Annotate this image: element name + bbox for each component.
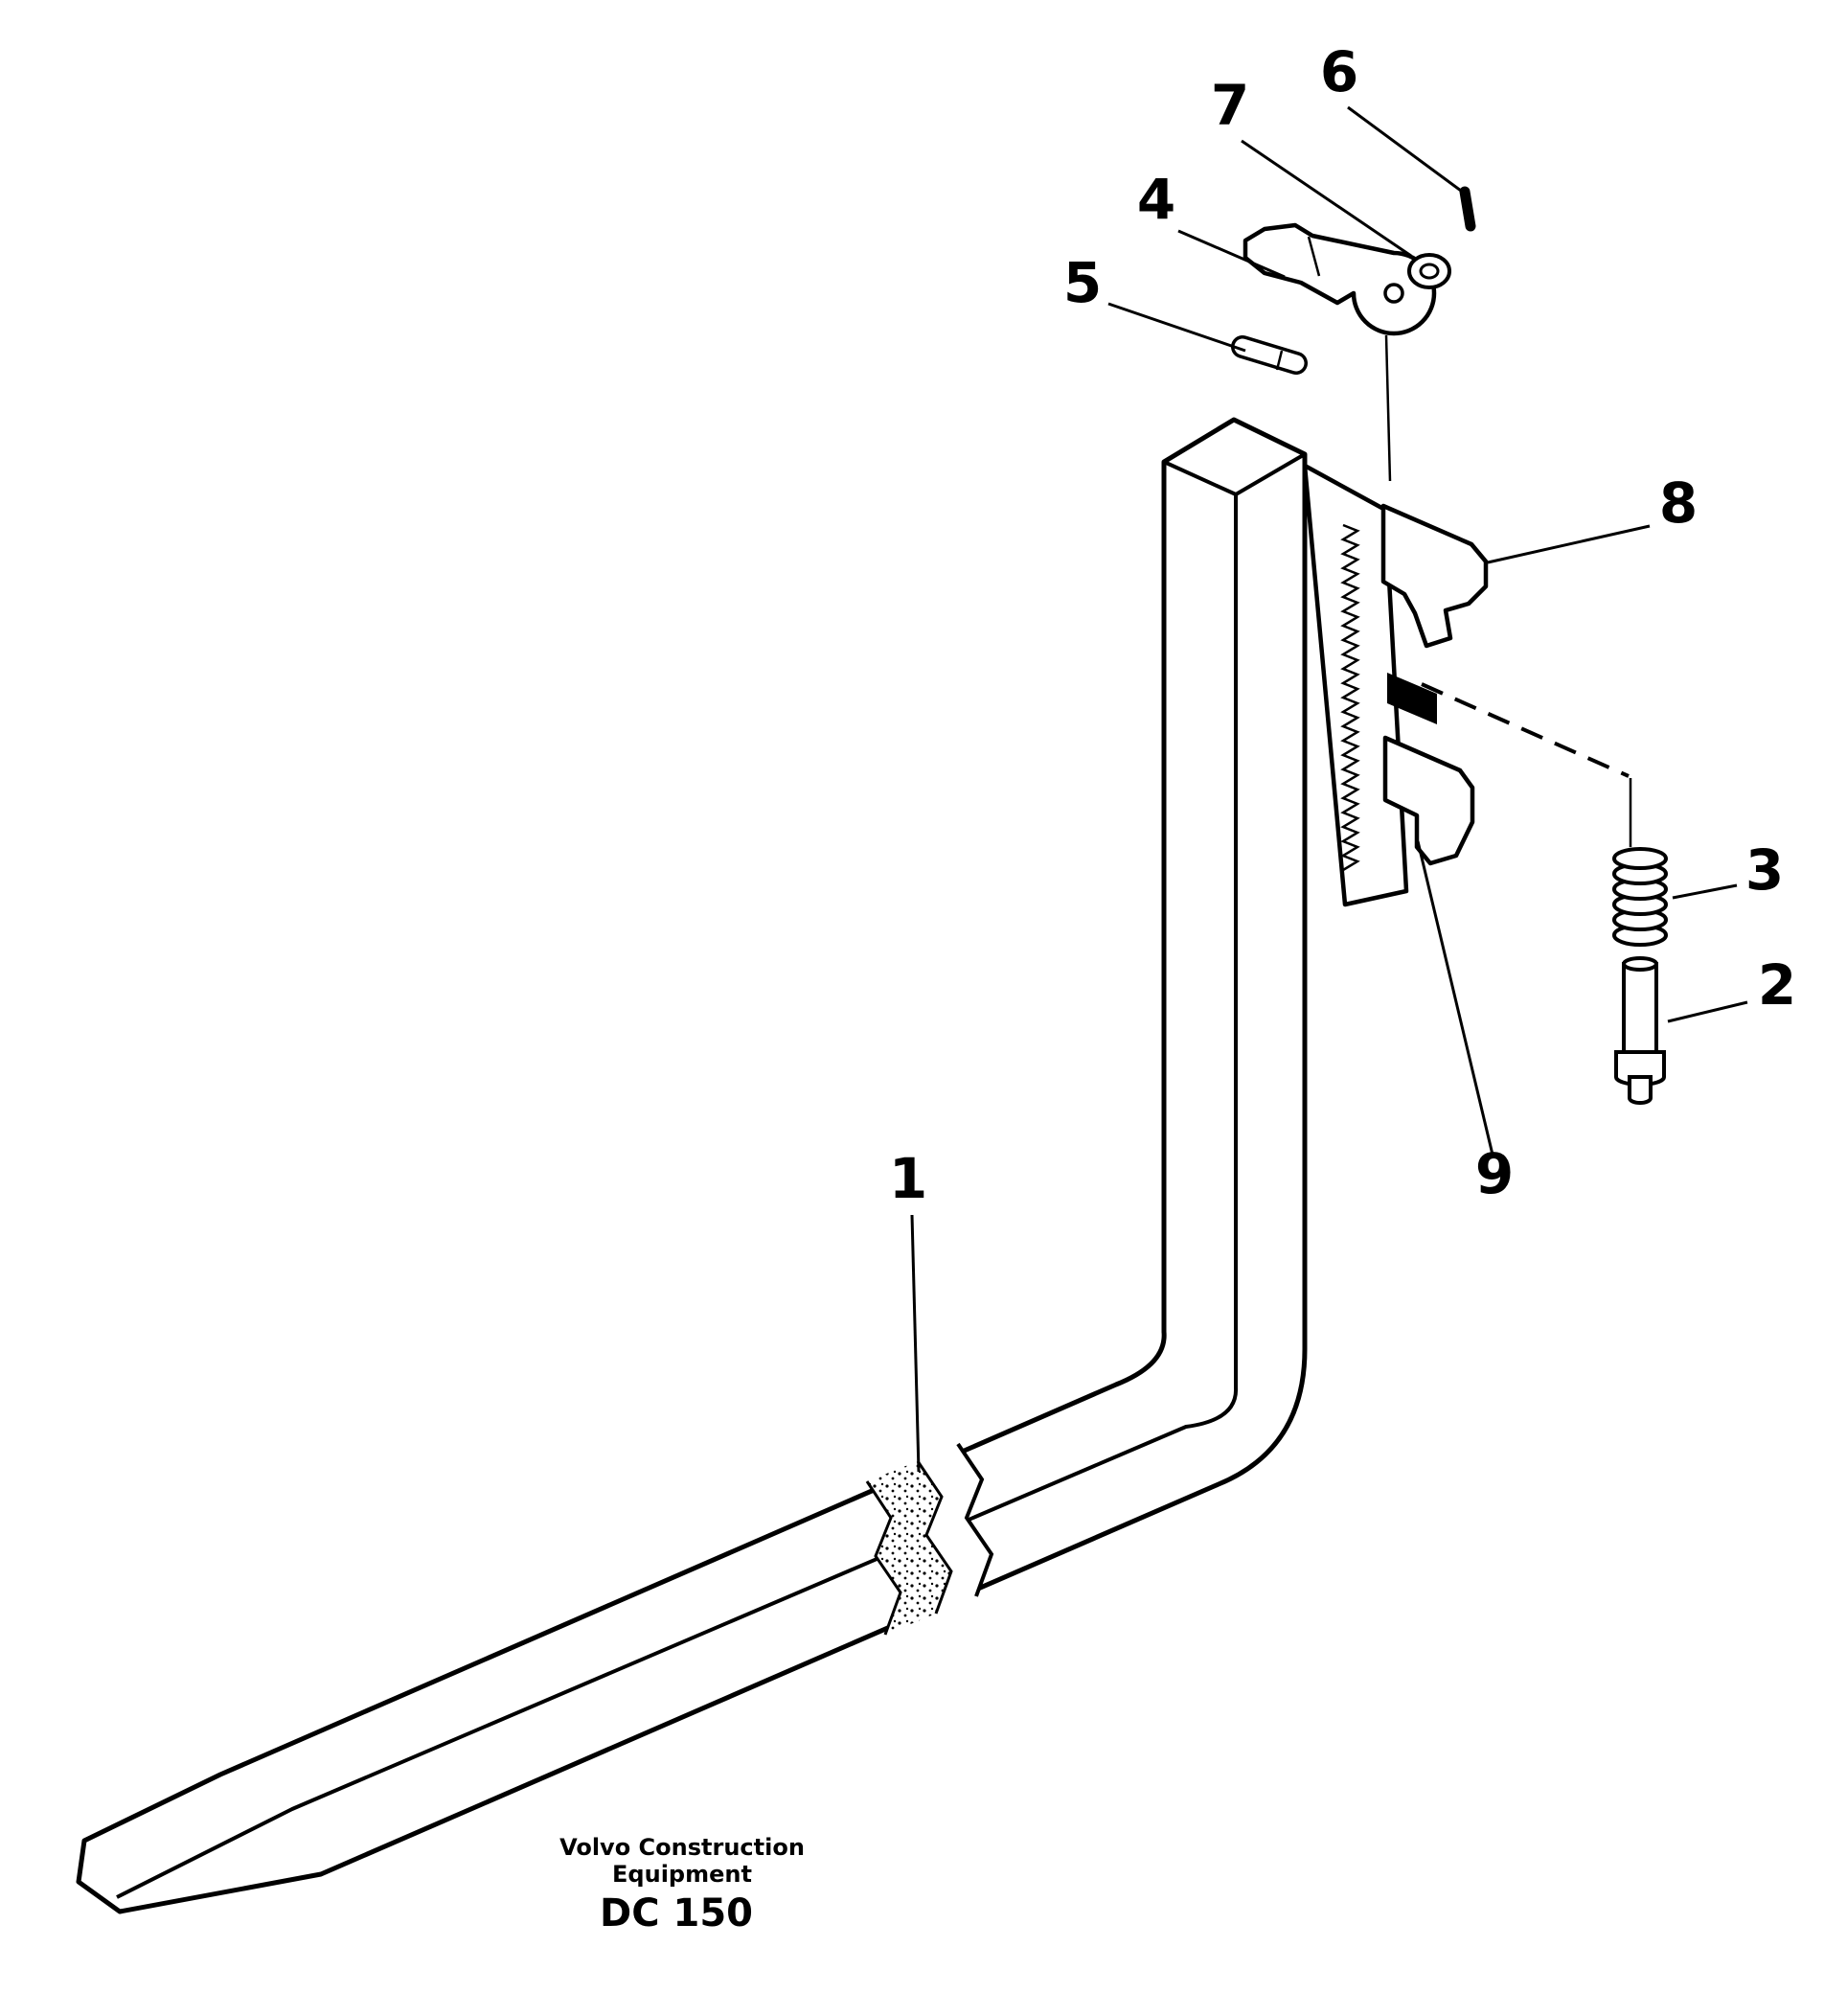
latch-lever [1243, 222, 1437, 336]
latch-axis-line [1384, 334, 1392, 482]
small-pin-body [1459, 186, 1476, 232]
latch-pin [1231, 335, 1308, 375]
latch-pin-head-line [1275, 350, 1284, 371]
break-edge-left [865, 1480, 902, 1636]
upper-hook [1380, 503, 1489, 649]
leader-line-4 [1177, 229, 1286, 279]
break-edge-middle [916, 1460, 953, 1615]
upper-hook-body [1380, 503, 1489, 649]
fork-tine [76, 417, 1308, 1914]
spring [1612, 847, 1668, 947]
lock-pin [1614, 956, 1666, 1105]
hook-plate-body [1302, 463, 1409, 907]
part-labels: 1 2 3 4 5 6 7 8 9 [889, 39, 1796, 1211]
brand-text-line1: Volvo Construction [559, 1834, 805, 1861]
part-label-8: 8 [1659, 470, 1698, 536]
lock-pin-tip [1628, 1075, 1653, 1105]
footer: Volvo Construction Equipment DC 150 [559, 1834, 805, 1936]
fork-break [865, 1442, 994, 1636]
pin-insert-dashed-line [1421, 682, 1630, 778]
leader-line-1 [910, 1214, 921, 1473]
figure-code: DC 150 [600, 1891, 753, 1936]
part-label-4: 4 [1137, 167, 1175, 232]
latch-lever-hole [1383, 283, 1404, 304]
small-pin [1459, 186, 1476, 232]
break-section-face [867, 1461, 951, 1635]
hook-plate-serration [1340, 523, 1360, 872]
latch-lever-bend-line [1307, 236, 1321, 277]
latch-lever-body [1243, 222, 1437, 336]
hook-plate [1302, 463, 1409, 907]
part-label-9: 9 [1475, 1141, 1514, 1206]
leader-line-8 [1487, 524, 1651, 564]
leader-line-3 [1672, 883, 1738, 900]
fork-front-edge [116, 494, 1239, 1899]
part-label-2: 2 [1758, 952, 1796, 1018]
fork-tine-silhouette [76, 417, 1308, 1914]
leader-line-2 [1667, 1000, 1748, 1023]
leader-line-7 [1241, 139, 1412, 258]
part-label-7: 7 [1211, 73, 1249, 138]
part-label-6: 6 [1320, 39, 1358, 104]
leader-line-6 [1347, 105, 1462, 193]
part-label-1: 1 [889, 1146, 927, 1211]
latch-pin-fill [1234, 338, 1305, 372]
part-label-3: 3 [1745, 837, 1784, 903]
leader-line-9 [1416, 840, 1494, 1156]
lock-pin-shaft [1622, 962, 1658, 1054]
leader-lines [910, 105, 1748, 1473]
leader-line-5 [1107, 302, 1246, 353]
lower-hook-body [1382, 735, 1475, 866]
washer-hole [1419, 263, 1440, 280]
lower-hook [1382, 673, 1475, 866]
spring-coil [1612, 847, 1668, 870]
lock-pin-top [1622, 956, 1658, 972]
assembly-lines [1384, 334, 1632, 847]
break-edge-right [956, 1442, 994, 1597]
part-label-5: 5 [1063, 250, 1102, 315]
washer [1407, 253, 1451, 289]
brand-text-line2: Equipment [612, 1861, 752, 1888]
lower-hook-slot [1387, 673, 1437, 724]
